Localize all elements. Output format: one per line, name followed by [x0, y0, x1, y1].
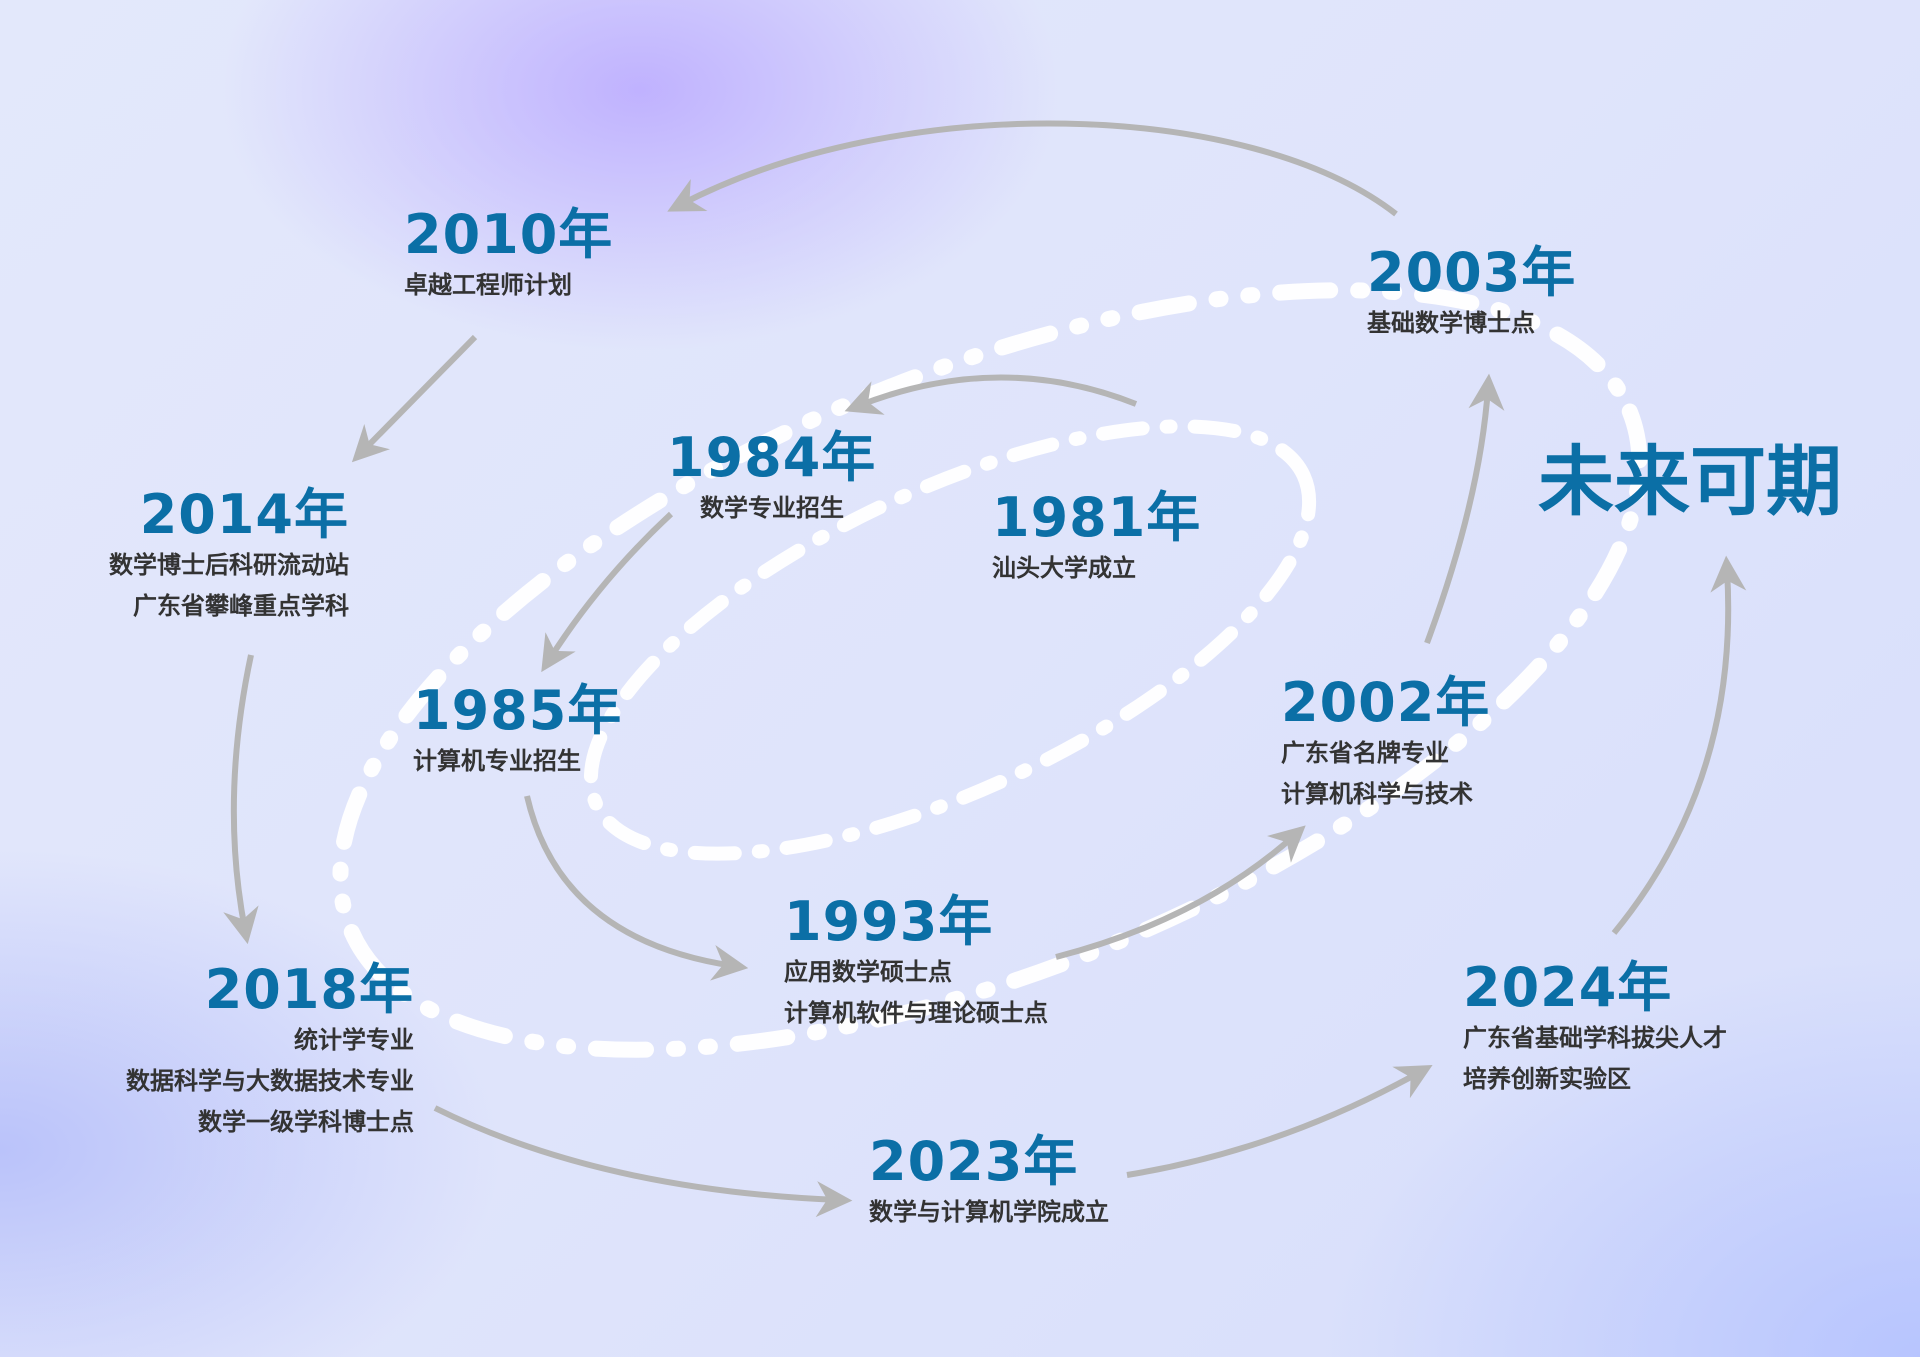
event-desc: 数学一级学科博士点 — [198, 1108, 414, 1136]
arrow-2002-2003 — [1424, 373, 1505, 645]
arrows — [223, 120, 1747, 1218]
event-2003: 2003年 基础数学博士点 — [1367, 243, 1576, 344]
event-2024: 2024年 广东省基础学科拔尖人才 培养创新实验区 — [1463, 958, 1727, 1100]
event-year: 1981年 — [992, 486, 1202, 549]
event-desc: 广东省攀峰重点学科 — [133, 592, 349, 620]
event-desc: 汕头大学成立 — [992, 554, 1136, 582]
arrow-2023-2024 — [1126, 1064, 1433, 1178]
event-1985: 1985年 计算机专业招生 — [413, 681, 622, 782]
event-desc: 应用数学硕士点 — [784, 958, 952, 986]
arrow-1984-1985 — [541, 511, 674, 673]
arrow-2018-2023 — [433, 1105, 853, 1218]
event-desc: 广东省名牌专业 — [1281, 739, 1449, 767]
event-desc: 计算机软件与理论硕士点 — [784, 999, 1048, 1027]
event-2014: 2014年 数学博士后科研流动站 广东省攀峰重点学科 — [109, 485, 349, 627]
event-year: 2014年 — [139, 483, 349, 546]
arrow-1993-2002 — [1055, 825, 1306, 960]
event-2023: 2023年 数学与计算机学院成立 — [869, 1132, 1109, 1233]
event-year: 2018年 — [204, 958, 414, 1021]
event-2010: 2010年 卓越工程师计划 — [404, 205, 613, 306]
event-year: 2003年 — [1367, 241, 1577, 304]
event-desc: 基础数学博士点 — [1367, 309, 1535, 337]
event-year: 2002年 — [1281, 671, 1491, 734]
event-year: 2023年 — [869, 1130, 1079, 1193]
event-desc: 卓越工程师计划 — [404, 271, 572, 299]
event-desc: 广东省基础学科拔尖人才 — [1463, 1024, 1727, 1052]
event-2002: 2002年 广东省名牌专业 计算机科学与技术 — [1281, 673, 1490, 815]
arrow-1985-1993 — [524, 795, 749, 981]
event-year: 1985年 — [413, 679, 623, 742]
event-desc: 数学专业招生 — [700, 494, 844, 522]
event-2018: 2018年 统计学专业 数据科学与大数据技术专业 数学一级学科博士点 — [126, 960, 414, 1143]
event-desc: 培养创新实验区 — [1463, 1065, 1631, 1093]
event-1981: 1981年 汕头大学成立 — [992, 488, 1201, 589]
arrow-2014-2018 — [223, 654, 259, 945]
event-desc: 数据科学与大数据技术专业 — [126, 1067, 414, 1095]
event-desc: 数学博士后科研流动站 — [109, 551, 349, 579]
event-1993: 1993年 应用数学硕士点 计算机软件与理论硕士点 — [784, 892, 1048, 1034]
event-year: 1984年 — [667, 426, 877, 489]
inner-orbit — [583, 419, 1317, 861]
arrow-1981-1984 — [844, 374, 1138, 415]
event-year: 2010年 — [404, 203, 614, 266]
event-year: 1993年 — [784, 890, 994, 953]
event-desc: 统计学专业 — [294, 1026, 414, 1054]
event-1984: 1984年 数学专业招生 — [667, 428, 876, 529]
arrow-2003-2010 — [667, 120, 1398, 217]
event-desc: 计算机科学与技术 — [1281, 780, 1473, 808]
arrow-2024-future — [1611, 555, 1747, 935]
event-desc: 数学与计算机学院成立 — [869, 1198, 1109, 1226]
event-year: 2024年 — [1463, 956, 1673, 1019]
future-slogan: 未来可期 — [1538, 437, 1842, 526]
arrow-2010-2014 — [351, 334, 478, 463]
event-desc: 计算机专业招生 — [413, 747, 581, 775]
